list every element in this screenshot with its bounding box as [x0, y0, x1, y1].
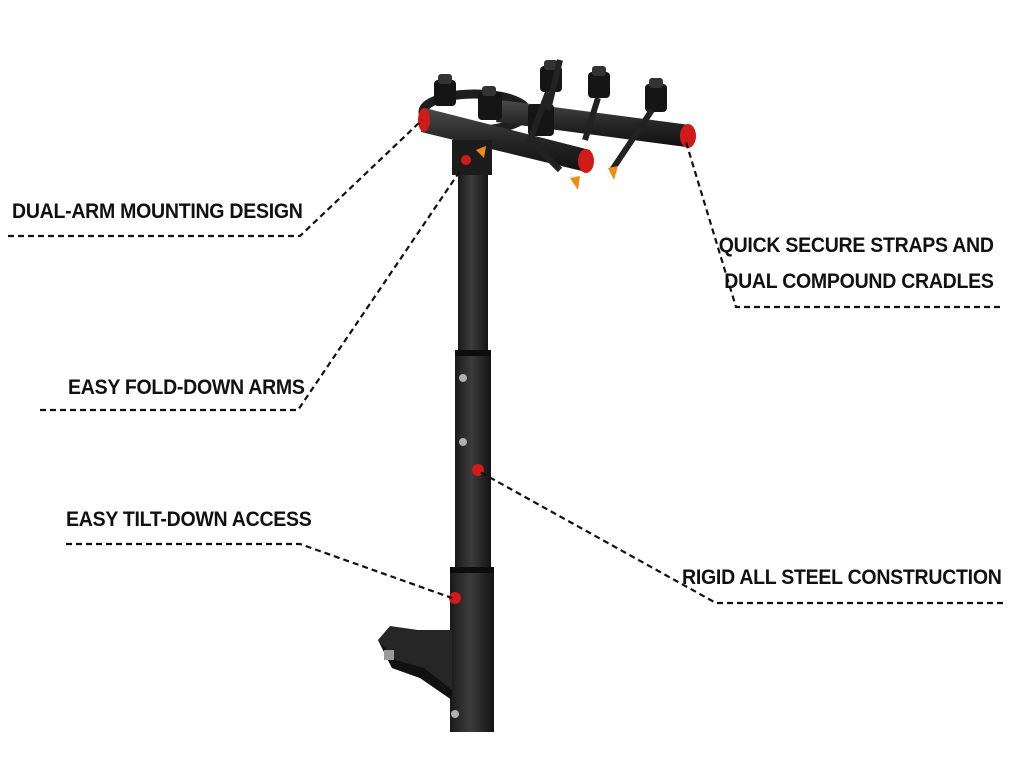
callout-straps-line2: DUAL COMPOUND CRADLES [724, 270, 995, 293]
upper-mast [458, 170, 488, 360]
callout-tilt: EASY TILT-DOWN ACCESS [66, 508, 312, 531]
leader-tilt [66, 542, 453, 600]
callout-steel: RIGID ALL STEEL CONSTRUCTION [682, 566, 1002, 589]
leader-mounting [8, 119, 423, 238]
leader-straps [684, 141, 1000, 309]
callout-mounting: DUAL-ARM MOUNTING DESIGN [12, 200, 303, 223]
tilt-bracket [450, 567, 494, 732]
marker-tilt [449, 592, 461, 604]
straps [526, 59, 655, 173]
lower-mast [455, 350, 491, 575]
callout-fold: EASY FOLD-DOWN ARMS [68, 376, 305, 399]
leader-fold [40, 167, 463, 412]
bike-rack [378, 59, 696, 732]
callout-straps-line1: QUICK SECURE STRAPS AND [719, 234, 994, 257]
leader-steel [479, 471, 1003, 605]
leader-lines [8, 119, 1003, 605]
